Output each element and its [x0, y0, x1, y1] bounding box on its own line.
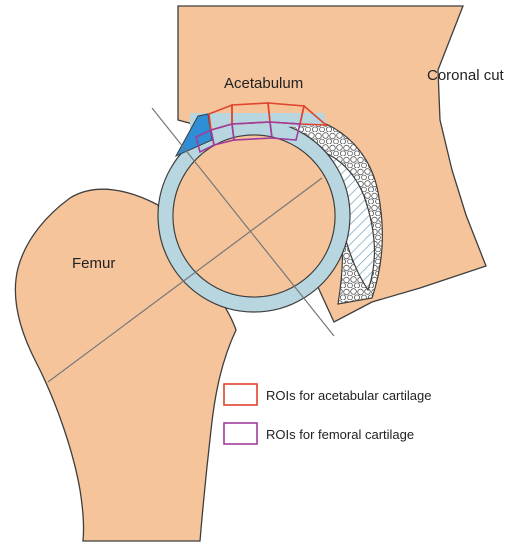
femur-label: Femur — [72, 255, 115, 272]
coronal-cut-label: Coronal cut — [427, 67, 505, 84]
legend: ROIs for acetabular cartilage ROIs for f… — [224, 384, 431, 444]
acetabulum-label: Acetabulum — [224, 75, 303, 92]
legend-swatch-acetabular — [224, 384, 257, 405]
legend-label-acetabular: ROIs for acetabular cartilage — [266, 388, 431, 403]
legend-swatch-femoral — [224, 423, 257, 444]
legend-label-femoral: ROIs for femoral cartilage — [266, 427, 414, 442]
femoral-head — [173, 135, 335, 297]
